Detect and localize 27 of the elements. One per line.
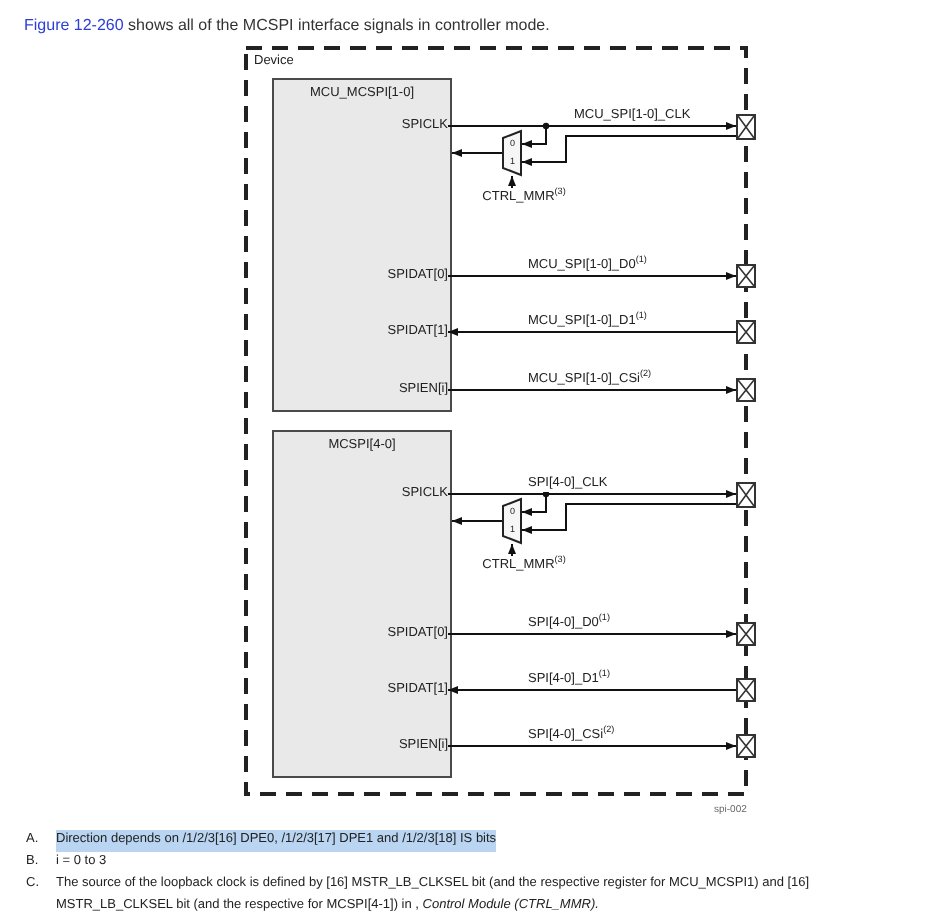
io-pad (736, 320, 756, 344)
signal-arrow (447, 386, 737, 394)
intro-text: shows all of the MCSPI interface signals in controller mode. (128, 16, 550, 34)
signal-arrow (521, 503, 737, 534)
signal-arrow (451, 149, 503, 157)
io-pad (736, 678, 756, 702)
io-pad (736, 734, 756, 758)
signal-arrow (508, 175, 516, 189)
module-block (272, 430, 452, 778)
io-pad (736, 114, 756, 140)
signal-arrow (447, 328, 737, 336)
signal-arrow (508, 543, 516, 557)
multiplexer (502, 130, 522, 176)
signal-arrow (451, 517, 503, 525)
device-boundary (244, 46, 748, 796)
signal-arrow (447, 686, 737, 694)
io-pad (736, 482, 756, 508)
module-block (272, 78, 452, 412)
io-pad (736, 378, 756, 402)
signal-arrow (447, 630, 737, 638)
multiplexer (502, 498, 522, 544)
io-pad (736, 622, 756, 646)
signal-arrow (447, 742, 737, 750)
signal-arrow (447, 272, 737, 280)
io-pad (736, 264, 756, 288)
signal-arrow (521, 135, 737, 166)
figure-link: Figure 12-260 (24, 16, 124, 34)
